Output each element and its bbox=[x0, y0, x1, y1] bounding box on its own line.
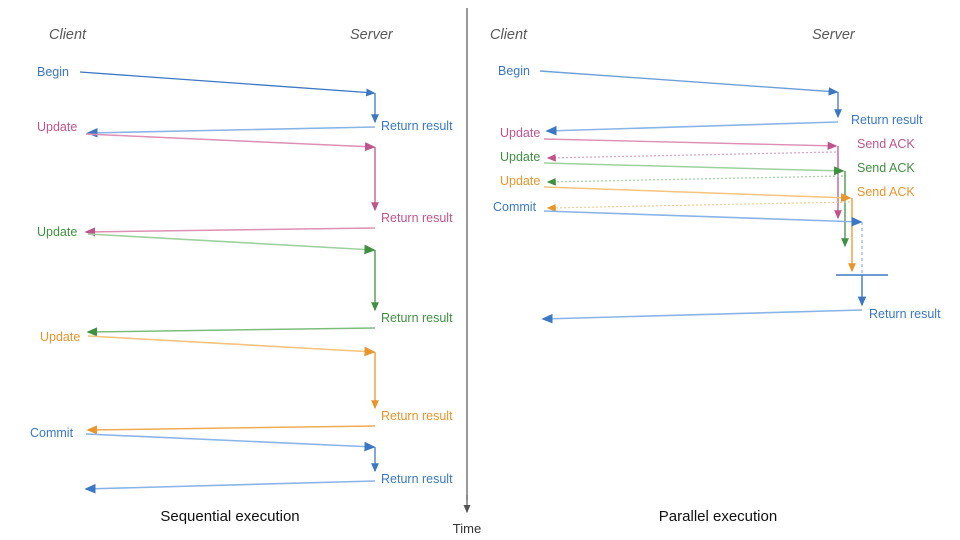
par-commit-return-label: Return result bbox=[869, 307, 941, 321]
par-begin-response-arrow bbox=[545, 121, 839, 136]
par-update1-ack-label: Send ACK bbox=[857, 137, 915, 151]
seq-commit-return-label: Return result bbox=[381, 472, 453, 486]
seq-begin-response-arrow bbox=[86, 126, 376, 138]
par-update3-request-arrow bbox=[543, 186, 852, 203]
par-update3-ack-arrow bbox=[546, 201, 851, 212]
seq-label-begin: Begin bbox=[37, 65, 69, 79]
seq-message-update-3: Update Return result bbox=[40, 330, 453, 435]
par-message-update-1: Update Send ACK bbox=[500, 126, 915, 220]
par-server-lane-title: Server bbox=[812, 27, 856, 43]
par-update1-request-arrow bbox=[543, 138, 838, 150]
seq-update2-return-label: Return result bbox=[381, 311, 453, 325]
par-update1-ack-arrow bbox=[546, 151, 837, 162]
par-label-update-2: Update bbox=[500, 150, 540, 164]
seq-label-update-2: Update bbox=[37, 225, 77, 239]
seq-update3-request-arrow bbox=[87, 335, 376, 357]
par-update2-request-arrow bbox=[543, 162, 845, 176]
time-axis-label: Time bbox=[453, 521, 481, 536]
seq-message-update-2: Update Return result bbox=[37, 225, 453, 337]
seq-message-begin: Begin Return result bbox=[37, 65, 453, 138]
seq-message-update-1: Update Return result bbox=[37, 120, 453, 237]
par-message-commit: Commit Return result bbox=[493, 200, 941, 324]
par-client-lane-title: Client bbox=[490, 27, 528, 43]
seq-message-commit: Commit Return result bbox=[30, 426, 453, 494]
seq-update1-response-arrow bbox=[84, 227, 376, 237]
seq-begin-return-label: Return result bbox=[381, 119, 453, 133]
seq-commit-request-arrow bbox=[85, 433, 376, 452]
seq-label-update-1: Update bbox=[37, 120, 77, 134]
seq-panel-caption: Sequential execution bbox=[160, 508, 299, 525]
par-label-begin: Begin bbox=[498, 64, 530, 78]
seq-update1-return-label: Return result bbox=[381, 211, 453, 225]
par-label-update-3: Update bbox=[500, 174, 540, 188]
par-commit-request-arrow bbox=[543, 210, 863, 227]
seq-update2-request-arrow bbox=[87, 233, 376, 255]
par-update2-ack-arrow bbox=[546, 175, 844, 186]
panel-parallel: Client Server Begin Return result Update… bbox=[490, 27, 941, 525]
seq-begin-request-arrow bbox=[79, 71, 376, 97]
par-commit-response-arrow bbox=[541, 309, 863, 324]
par-label-commit: Commit bbox=[493, 200, 537, 214]
par-message-update-2: Update Send ACK bbox=[500, 150, 915, 248]
seq-server-lane-title: Server bbox=[350, 27, 394, 43]
seq-label-commit: Commit bbox=[30, 426, 74, 440]
par-begin-request-arrow bbox=[539, 70, 839, 96]
par-update3-ack-label: Send ACK bbox=[857, 185, 915, 199]
seq-client-lane-title: Client bbox=[49, 27, 87, 43]
seq-update3-response-arrow bbox=[86, 425, 376, 435]
par-update2-ack-label: Send ACK bbox=[857, 161, 915, 175]
par-label-update-1: Update bbox=[500, 126, 540, 140]
panel-sequential: Client Server Begin Return result Update… bbox=[30, 27, 453, 525]
par-begin-return-label: Return result bbox=[851, 113, 923, 127]
seq-label-update-3: Update bbox=[40, 330, 80, 344]
par-panel-caption: Parallel execution bbox=[659, 508, 777, 525]
par-message-update-3: Update Send ACK bbox=[500, 174, 915, 273]
seq-update1-request-arrow bbox=[85, 133, 376, 152]
seq-commit-response-arrow bbox=[84, 480, 376, 494]
seq-update3-return-label: Return result bbox=[381, 409, 453, 423]
par-message-begin: Begin Return result bbox=[498, 64, 923, 136]
seq-update2-response-arrow bbox=[86, 327, 376, 337]
